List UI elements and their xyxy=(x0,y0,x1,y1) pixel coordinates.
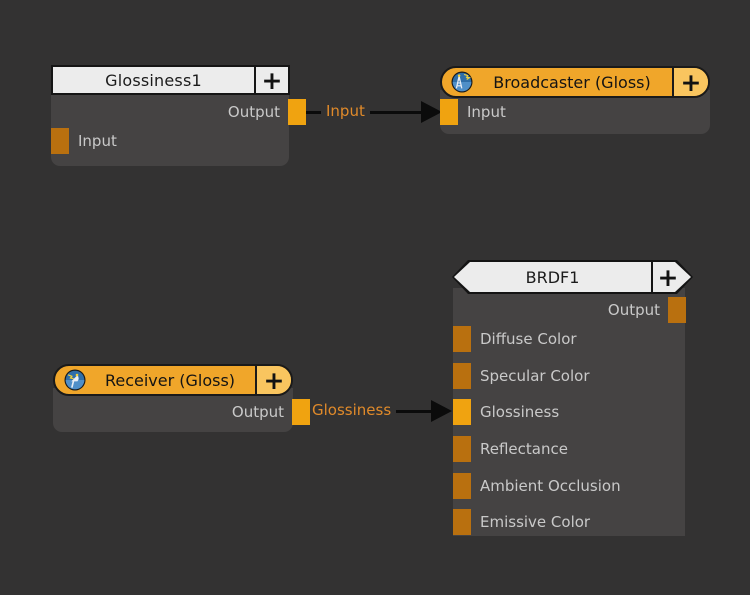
socket-input[interactable] xyxy=(51,128,69,154)
socket-output[interactable] xyxy=(292,399,310,425)
socket-input[interactable] xyxy=(440,99,458,125)
node-body-brdf1[interactable] xyxy=(453,288,685,536)
socket-output[interactable] xyxy=(288,99,306,125)
port-label-specular-color: Specular Color xyxy=(480,367,590,385)
input-port-broadcaster-input[interactable]: Input xyxy=(440,99,506,125)
port-label-glossiness: Glossiness xyxy=(480,403,560,421)
socket-output[interactable] xyxy=(668,297,686,323)
input-port-brdf1-specular-color[interactable]: Specular Color xyxy=(453,363,589,389)
input-port-glossiness1-input[interactable]: Input xyxy=(51,128,117,154)
port-label-reflectance: Reflectance xyxy=(480,440,568,458)
socket-reflectance[interactable] xyxy=(453,436,471,462)
input-port-brdf1-diffuse-color[interactable]: Diffuse Color xyxy=(453,326,577,352)
socket-glossiness[interactable] xyxy=(453,399,471,425)
output-port-brdf1-output[interactable]: Output xyxy=(540,297,686,323)
socket-specular-color[interactable] xyxy=(453,363,471,389)
input-port-brdf1-glossiness[interactable]: Glossiness xyxy=(453,399,559,425)
connection-label-glossiness: Glossiness xyxy=(307,401,397,419)
port-label-input: Input xyxy=(467,103,506,121)
node-header-brdf1[interactable]: BRDF1 + xyxy=(454,262,691,292)
port-label-input: Input xyxy=(78,132,117,150)
node-header-glossiness1[interactable]: Glossiness1 + xyxy=(51,65,290,95)
input-port-brdf1-emissive-color[interactable]: Emissive Color xyxy=(453,509,590,535)
connection-arrowhead-glossiness xyxy=(431,400,452,422)
socket-ambient-occlusion[interactable] xyxy=(453,473,471,499)
connection-label-input: Input xyxy=(321,102,370,120)
node-title-brdf1: BRDF1 xyxy=(525,267,580,287)
expand-plus-button-receiver[interactable]: + xyxy=(255,366,291,394)
port-label-diffuse-color: Diffuse Color xyxy=(480,330,577,348)
node-header-broadcaster[interactable]: Broadcaster (Gloss) + xyxy=(440,66,710,98)
output-port-glossiness1-output[interactable]: Output xyxy=(160,99,306,125)
node-title-receiver: Receiver (Gloss) xyxy=(104,370,236,390)
connection-arrowhead-input xyxy=(421,101,442,123)
socket-diffuse-color[interactable] xyxy=(453,326,471,352)
expand-plus-button-brdf1[interactable]: + xyxy=(651,262,691,292)
port-label-emissive-color: Emissive Color xyxy=(480,513,591,531)
satellite-receiver-icon xyxy=(55,366,89,394)
socket-emissive-color[interactable] xyxy=(453,509,471,535)
port-label-output: Output xyxy=(607,301,660,319)
input-port-brdf1-reflectance[interactable]: Reflectance xyxy=(453,436,568,462)
node-title-glossiness1: Glossiness1 xyxy=(105,70,202,90)
node-title-broadcaster: Broadcaster (Gloss) xyxy=(493,72,651,92)
expand-plus-button-glossiness1[interactable]: + xyxy=(254,67,288,93)
port-label-ambient-occlusion: Ambient Occlusion xyxy=(480,477,621,495)
output-port-receiver-output[interactable]: Output xyxy=(160,399,310,425)
broadcast-tower-icon xyxy=(442,68,476,96)
expand-plus-button-broadcaster[interactable]: + xyxy=(672,68,708,96)
port-label-output: Output xyxy=(227,103,280,121)
input-port-brdf1-ambient-occlusion[interactable]: Ambient Occlusion xyxy=(453,473,621,499)
node-header-receiver[interactable]: Receiver (Gloss) + xyxy=(53,364,293,396)
port-label-output: Output xyxy=(231,403,284,421)
node-header-border-brdf1: BRDF1 + xyxy=(452,260,693,294)
node-body-glossiness1[interactable] xyxy=(51,88,289,166)
